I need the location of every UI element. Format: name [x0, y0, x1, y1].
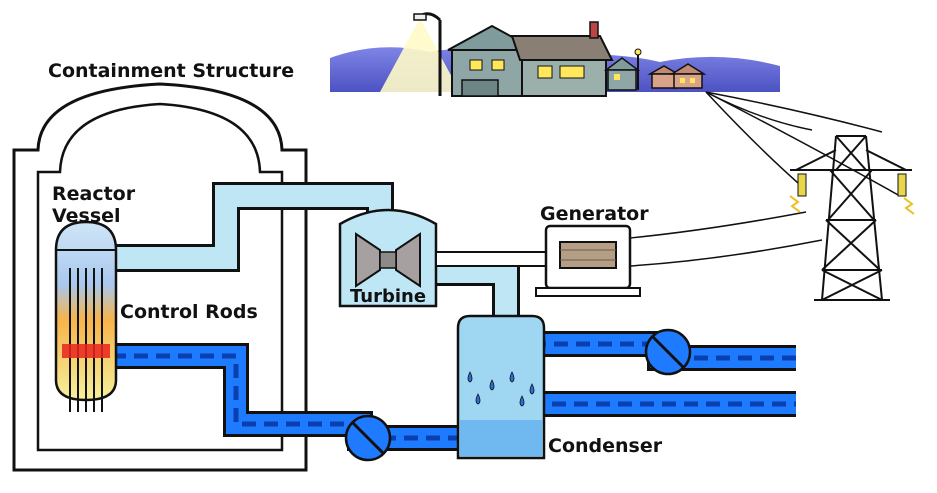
transmission-tower-icon — [790, 135, 912, 301]
turbine — [338, 208, 438, 308]
condenser — [456, 314, 546, 460]
label-condenser: Condenser — [548, 435, 663, 457]
condensate-droplets — [467, 371, 535, 407]
hot-zone — [62, 344, 110, 358]
house-icon — [647, 63, 707, 89]
town-scene — [330, 12, 780, 97]
control-rods — [69, 268, 103, 412]
turbine-shaft — [435, 251, 547, 267]
label-control-rods: Control Rods — [120, 301, 258, 323]
house-icon — [447, 21, 614, 97]
label-containment-structure: Containment Structure — [48, 60, 294, 82]
label-reactor-vessel-line2: Vessel — [52, 205, 121, 227]
streetlight-icon — [380, 12, 460, 96]
generator — [535, 224, 641, 297]
label-generator: Generator — [540, 203, 649, 225]
house-icon — [603, 48, 642, 91]
pump-icon — [344, 414, 392, 462]
label-turbine: Turbine — [350, 286, 426, 307]
pump-icon — [644, 328, 692, 376]
reactor-vessel — [54, 220, 118, 412]
insulator-icon — [789, 173, 915, 215]
label-reactor-vessel-line1: Reactor — [52, 183, 136, 205]
power-lines — [629, 91, 901, 267]
steam-pipe — [112, 182, 520, 318]
condenser-water — [460, 420, 542, 456]
